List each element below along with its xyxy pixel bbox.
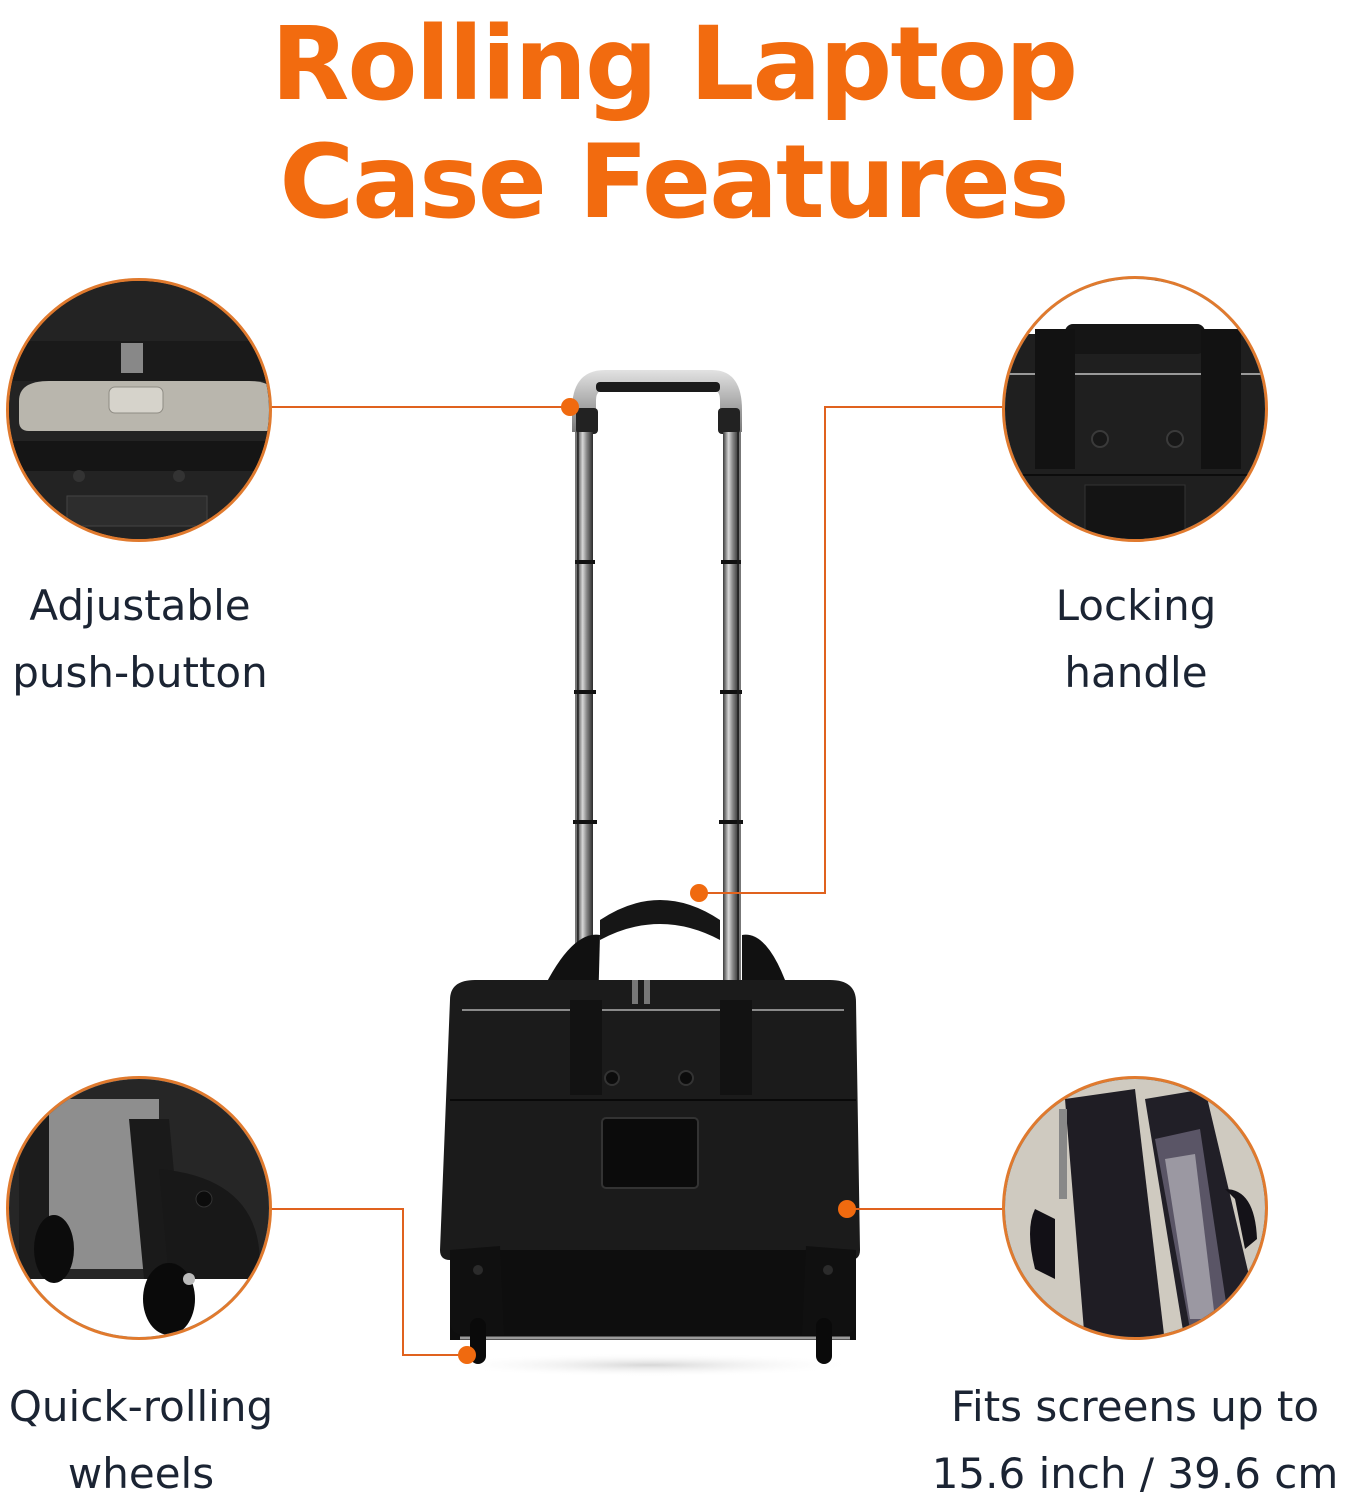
feature-label-locking-handle-line2: handle [1064,648,1208,697]
hotspot-push-button[interactable] [561,398,579,416]
hotspot-locking-handle[interactable] [690,884,708,902]
wheels-closeup-icon [9,1079,269,1337]
feature-label-push-button: Adjustable push-button [0,572,280,706]
locking-handle-closeup-icon [1005,279,1265,539]
feature-label-wheels-line1: Quick-rolling [8,1382,274,1431]
page-title-line1: Rolling Laptop [270,5,1078,124]
feature-label-wheels-line2: wheels [67,1449,215,1498]
connector-push-button [270,406,570,408]
laptop-compartment-closeup-icon [1005,1079,1265,1337]
callout-image-locking-handle [1002,276,1268,542]
connector-locking-handle-v [824,406,826,894]
feature-label-screen-size-line1: Fits screens up to [950,1382,1320,1431]
feature-label-wheels: Quick-rolling wheels [0,1373,282,1500]
feature-label-locking-handle-line1: Locking [1055,581,1217,630]
hotspot-wheels[interactable] [458,1346,476,1364]
callout-image-wheels [6,1076,272,1340]
feature-label-screen-size: Fits screens up to 15.6 inch / 39.6 cm [915,1373,1347,1500]
rolling-case-illustration [440,370,860,1377]
feature-label-screen-size-line2: 15.6 inch / 39.6 cm [931,1449,1339,1498]
callout-image-screen-size [1002,1076,1268,1340]
connector-wheels-h2 [402,1354,468,1356]
callout-image-push-button [6,278,272,542]
connector-locking-handle-h2 [698,892,826,894]
feature-label-push-button-line2: push-button [12,648,268,697]
connector-wheels-v [402,1208,404,1356]
page-title-line2: Case Features [279,123,1069,242]
feature-label-locking-handle: Locking handle [1000,572,1272,706]
feature-label-push-button-line1: Adjustable [29,581,251,630]
push-button-handle-icon [9,281,269,539]
connector-locking-handle-h1 [824,406,1006,408]
hotspot-screen-size[interactable] [838,1200,856,1218]
connector-screen-size [846,1208,1006,1210]
product-image [420,360,880,1380]
connector-wheels-h1 [270,1208,404,1210]
